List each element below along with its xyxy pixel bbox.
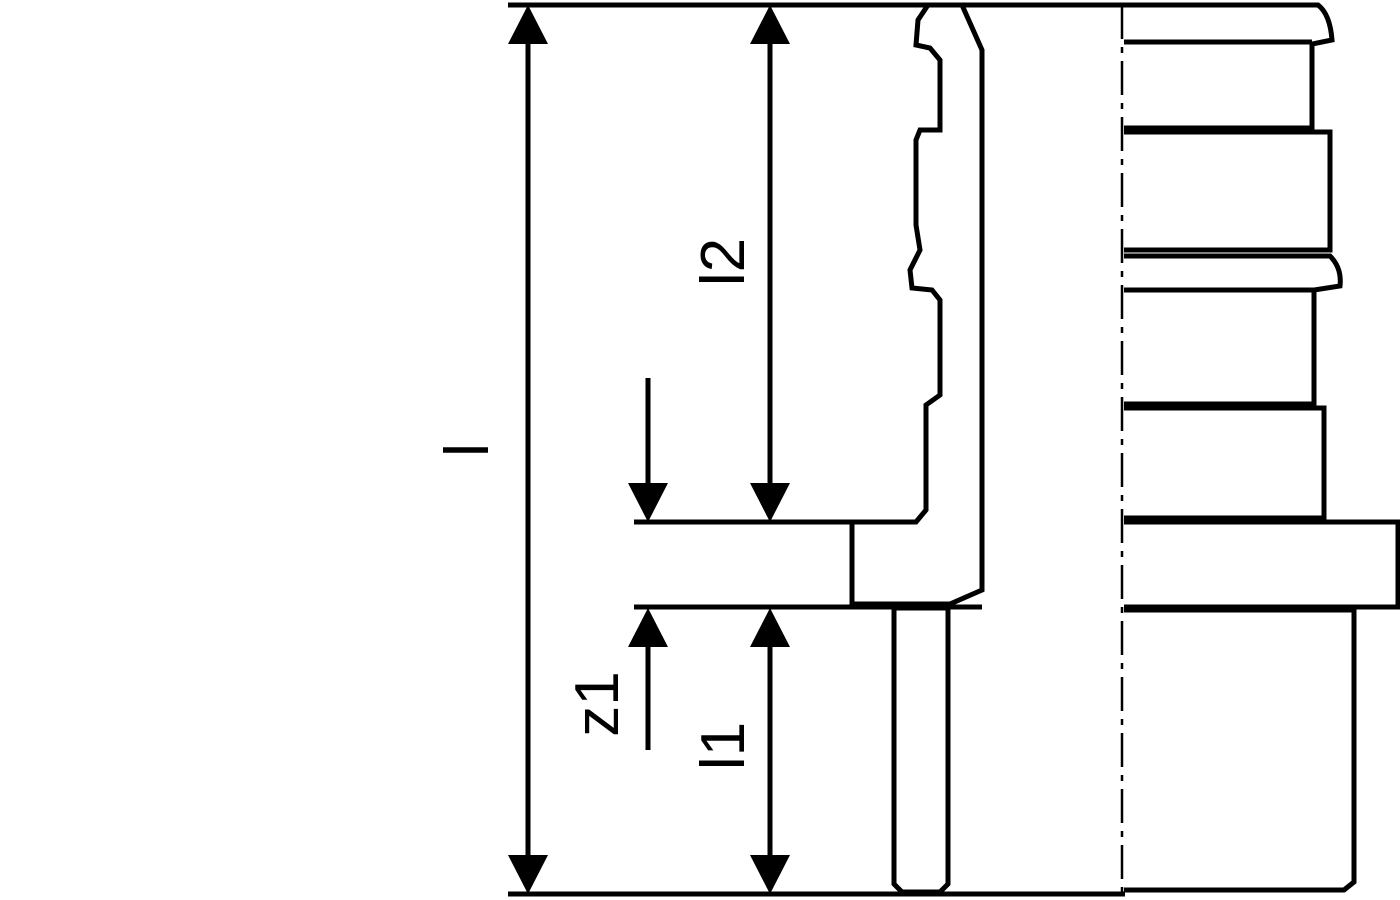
dimension-l2 bbox=[750, 5, 790, 522]
dimension-z1 bbox=[628, 378, 668, 750]
dimension-l bbox=[508, 5, 548, 894]
label-l: l bbox=[433, 443, 502, 457]
label-l1: l1 bbox=[689, 722, 758, 770]
label-l2: l2 bbox=[689, 238, 758, 286]
fitting-outline bbox=[1124, 2, 1400, 893]
section-upper-sleeve bbox=[849, 2, 985, 607]
dimension-l1 bbox=[750, 608, 790, 894]
label-z1: z1 bbox=[563, 671, 632, 736]
section-lower-tube bbox=[891, 605, 951, 895]
